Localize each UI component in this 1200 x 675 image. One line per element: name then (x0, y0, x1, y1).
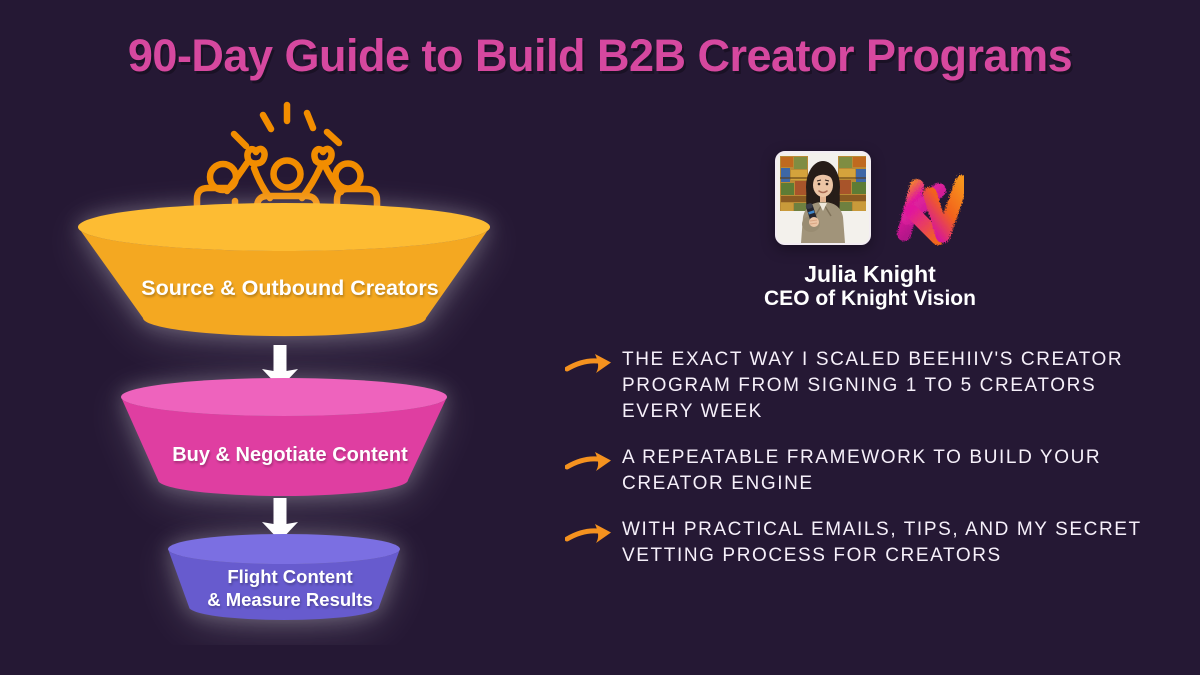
arrow-right-icon (565, 524, 611, 543)
stained-glass-background (780, 156, 866, 211)
speaker-photo-illustration (777, 153, 869, 243)
funnel-stage-2-shape (121, 378, 447, 496)
knight-vision-logo (884, 168, 969, 248)
benefit-item: WITH PRACTICAL EMAILS, TIPS, AND MY SECR… (565, 517, 1175, 569)
funnel-stage-1-shape (78, 203, 490, 337)
creator-funnel-diagram: Source & Outbound Creators Buy & Negotia… (30, 95, 550, 645)
speaker-name: Julia Knight (804, 261, 936, 287)
funnel-stage-2-label: Buy & Negotiate Content (172, 444, 408, 466)
page-title: 90-Day Guide to Build B2B Creator Progra… (127, 30, 1073, 81)
funnel-stage-3-label: Flight Content & Measure Results (207, 566, 373, 610)
funnel-graphic (78, 101, 490, 620)
julia-knight-photo (775, 151, 871, 245)
kv-logo-icon (897, 175, 969, 245)
benefit-list: THE EXACT WAY I SCALED BEEHIIV'S CREATOR… (565, 347, 1175, 589)
speaker-role: CEO of Knight Vision (764, 287, 976, 310)
benefit-text: WITH PRACTICAL EMAILS, TIPS, AND MY SECR… (622, 519, 1142, 566)
benefit-text: A REPEATABLE FRAMEWORK TO BUILD YOUR CRE… (622, 447, 1102, 494)
speaker-figure (801, 161, 845, 243)
down-arrow-icon (262, 345, 298, 388)
speaker-info: Julia Knight CEO of Knight Vision (670, 262, 1070, 311)
benefit-text: THE EXACT WAY I SCALED BEEHIIV'S CREATOR… (622, 349, 1124, 422)
benefit-item: THE EXACT WAY I SCALED BEEHIIV'S CREATOR… (565, 347, 1175, 425)
funnel-stage-1-label: Source & Outbound Creators (141, 276, 439, 300)
down-arrow-icon (262, 498, 298, 541)
benefit-item: A REPEATABLE FRAMEWORK TO BUILD YOUR CRE… (565, 445, 1175, 497)
funnel-stage-3-shape (168, 534, 400, 620)
arrow-right-icon (565, 354, 611, 373)
arrow-right-icon (565, 452, 611, 471)
